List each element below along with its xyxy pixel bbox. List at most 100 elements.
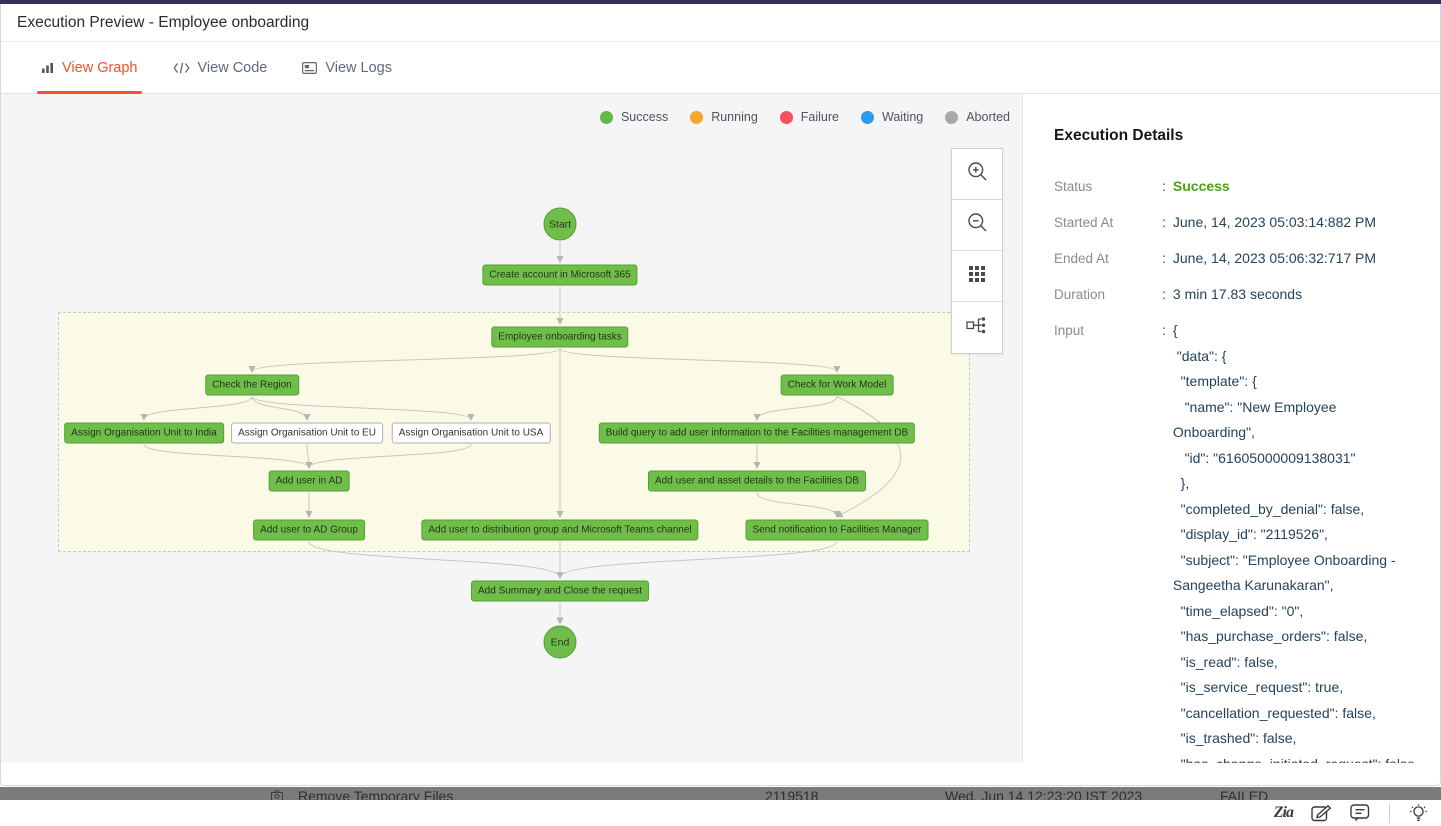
edge-ou_india-to-add_user_ad [143, 444, 313, 469]
execution-preview-dialog: Execution Preview - Employee onboarding … [0, 4, 1441, 786]
bulb-icon[interactable] [1408, 803, 1429, 824]
code-icon [172, 62, 190, 74]
bar-chart-icon [41, 61, 54, 74]
zoom-in-button[interactable] [952, 149, 1002, 200]
zia-icon[interactable]: Zia [1273, 804, 1294, 822]
detail-colon: : [1162, 178, 1166, 194]
tab-view-logs[interactable]: View Logs [300, 42, 394, 93]
workflow-graph-area: Success Running Failure Waiting Aborted Star… [1, 94, 1023, 763]
zoom-in-icon [966, 160, 989, 188]
edge-check_work-to-build_query [753, 396, 838, 421]
node-ou_eu[interactable]: Assign Organisation Unit to EU [231, 422, 383, 444]
edge-check_work-to-send_notif [835, 396, 902, 518]
zoom-out-button[interactable] [952, 200, 1002, 251]
edge-add_asset-to-send_notif [756, 492, 841, 518]
row-timestamp: Wed, Jun 14 12:23:20 IST 2023 [945, 788, 1143, 800]
input-colon: : [1162, 322, 1166, 338]
detail-value: Success [1172, 178, 1230, 194]
dimmed-background-table-row: Remove Temporary Files 2119518 Wed, Jun … [0, 787, 1441, 800]
node-add_asset[interactable]: Add user and asset details to the Facili… [648, 470, 866, 492]
dialog-content: Success Running Failure Waiting Aborted Star… [1, 94, 1440, 763]
edge-ou_usa-to-add_user_ad [305, 444, 472, 469]
detail-value: 3 min 17.83 seconds [1172, 286, 1303, 302]
node-create_account[interactable]: Create account in Microsoft 365 [482, 264, 638, 286]
grid-button[interactable] [952, 251, 1002, 302]
tab-label: View Graph [62, 59, 138, 76]
edge-send_notif-to-add_summary [556, 541, 838, 579]
node-end[interactable]: End [543, 625, 577, 659]
tab-label: View Logs [325, 59, 392, 76]
graph-edges [140, 241, 902, 625]
fit-view-button[interactable] [952, 302, 1002, 353]
node-ou_india[interactable]: Assign Organisation Unit to India [64, 422, 224, 444]
detail-row-ended-at: Ended At: June, 14, 2023 05:06:32:717 PM [1054, 248, 1422, 269]
detail-colon: : [1162, 286, 1166, 302]
legend-label: Aborted [966, 110, 1010, 124]
node-ou_usa[interactable]: Assign Organisation Unit to USA [391, 422, 551, 444]
detail-label: Ended At [1054, 251, 1109, 266]
input-label: Input [1054, 323, 1085, 338]
input-row: Input : { "data": { "template": { "name"… [1054, 320, 1422, 763]
legend-dot-waiting [861, 110, 874, 124]
node-start[interactable]: Start [543, 207, 577, 241]
zia-label: Zia [1273, 804, 1294, 821]
grid-icon [968, 265, 986, 288]
detail-label: Status [1054, 179, 1093, 194]
dialog-title: Execution Preview - Employee onboarding [17, 13, 310, 31]
edge-ou_eu-to-add_user_ad [305, 444, 313, 469]
detail-value: June, 14, 2023 05:03:14:882 PM [1172, 214, 1377, 230]
node-add_user_ad[interactable]: Add user in AD [268, 470, 350, 492]
row-name: Remove Temporary Files [298, 788, 454, 800]
bottom-bar-separator [1389, 803, 1390, 823]
edge-check_region-to-ou_india [140, 396, 253, 421]
detail-colon: : [1162, 250, 1166, 266]
node-add_ad_group[interactable]: Add user to AD Group [253, 519, 365, 541]
node-build_query[interactable]: Build query to add user information to t… [598, 422, 916, 444]
edge-check_region-to-ou_eu [251, 396, 311, 421]
node-check_region[interactable]: Check the Region [205, 374, 299, 396]
detail-colon: : [1162, 214, 1166, 230]
legend-dot-success [599, 110, 613, 124]
edge-onboarding_tasks-to-check_region [248, 348, 561, 373]
node-check_work[interactable]: Check for Work Model [780, 374, 894, 396]
legend-item-aborted: Aborted [945, 110, 1010, 124]
legend-dot-failure [779, 110, 793, 124]
legend-item-running: Running [690, 110, 758, 124]
detail-value: June, 14, 2023 05:06:32:717 PM [1172, 250, 1377, 266]
graph-zoom-toolbar [951, 148, 1003, 354]
app-top-accent-bar [0, 0, 1441, 4]
legend-dot-aborted [945, 110, 959, 124]
detail-row-duration: Duration:3 min 17.83 seconds [1054, 284, 1422, 305]
logs-icon [302, 61, 318, 74]
chat-icon[interactable] [1350, 803, 1371, 823]
legend-dot-running [690, 110, 704, 124]
row-type-icon [271, 788, 283, 800]
tab-view-graph[interactable]: View Graph [37, 42, 141, 94]
edge-check_region-to-ou_usa [251, 396, 475, 421]
node-onboarding_tasks[interactable]: Employee onboarding tasks [491, 326, 629, 348]
tabs-bar: View Graph View Code View Logs [1, 42, 1440, 94]
legend-item-success: Success [599, 110, 668, 124]
legend-item-waiting: Waiting [861, 110, 923, 124]
tab-label: View Code [197, 59, 268, 76]
legend-item-failure: Failure [779, 110, 839, 124]
edge-add_ad_group-to-add_summary [308, 541, 564, 579]
detail-label: Started At [1054, 215, 1114, 230]
detail-row-started-at: Started At: June, 14, 2023 05:03:14:882 P… [1054, 212, 1422, 233]
node-add_summary[interactable]: Add Summary and Close the request [471, 580, 649, 602]
tab-view-code[interactable]: View Code [171, 42, 270, 93]
zoom-out-icon [966, 211, 989, 239]
legend-label: Waiting [882, 110, 924, 124]
legend-label: Running [711, 110, 758, 124]
feedback-icon[interactable] [1311, 804, 1332, 823]
node-send_notif[interactable]: Send notification to Facilities Manager [745, 519, 929, 541]
dialog-header: Execution Preview - Employee onboarding [1, 4, 1440, 42]
bottom-help-bar: Zia [0, 800, 1441, 826]
row-display-id: 2119518 [765, 788, 819, 800]
node-add_dist[interactable]: Add user to distribution group and Micro… [421, 519, 699, 541]
edge-onboarding_tasks-to-check_work [559, 348, 841, 373]
fit-view-icon [965, 315, 989, 340]
detail-row-status: Status: Success [1054, 176, 1422, 197]
